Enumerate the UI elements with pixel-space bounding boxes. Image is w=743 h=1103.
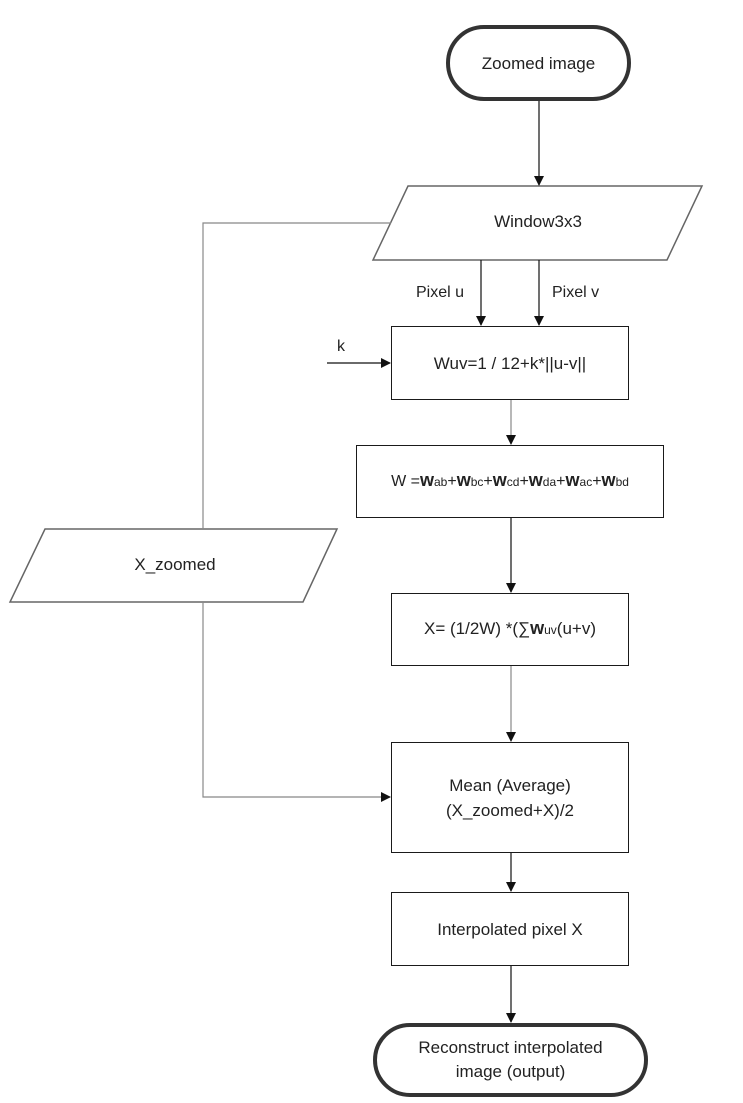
start-terminal: Zoomed image bbox=[446, 25, 631, 101]
w-term-3: w bbox=[492, 470, 507, 490]
x-formula: X= (1/2W) *(∑wuv(u+v) bbox=[424, 616, 596, 643]
k-label: k bbox=[337, 338, 345, 355]
w-sub-4: da bbox=[542, 475, 557, 489]
weight-sum-box: W =wab+wbc+wcd+wda+wac+wbd bbox=[356, 445, 664, 518]
interpolated-label: Interpolated pixel X bbox=[437, 919, 583, 939]
mean-box: Mean (Average) (X_zoomed+X)/2 bbox=[391, 742, 629, 853]
weight-sum-prefix: W = bbox=[391, 473, 420, 490]
weight-sum-formula: W =wab+wbc+wcd+wda+wac+wbd bbox=[391, 470, 629, 490]
w-term-6: w bbox=[601, 470, 616, 490]
connector-window-to-xzoomed bbox=[202, 222, 391, 529]
w-sub-3: cd bbox=[506, 475, 520, 489]
w-term-2: w bbox=[456, 470, 471, 490]
x-zoomed-label: X_zoomed bbox=[134, 555, 216, 574]
x-formula-suffix: (u+v) bbox=[556, 619, 597, 638]
w-term-1: w bbox=[419, 470, 434, 490]
window-label: Window3x3 bbox=[494, 212, 582, 231]
w-term-4: w bbox=[528, 470, 543, 490]
w-sub-2: bc bbox=[470, 475, 484, 489]
w-sub-1: ab bbox=[433, 475, 448, 489]
x-formula-w: w bbox=[530, 618, 545, 638]
connector-xzoomed-to-mean bbox=[202, 602, 391, 802]
pixel-u-label: Pixel u bbox=[416, 284, 465, 301]
x-zoomed-parallelogram bbox=[8, 528, 339, 603]
weight-uv-box: Wuv=1 / 12+k*||u-v|| bbox=[391, 326, 629, 400]
start-label: Zoomed image bbox=[481, 53, 596, 73]
mean-line-1: Mean (Average) bbox=[449, 775, 571, 795]
mean-line-2: (X_zoomed+X)/2 bbox=[445, 800, 575, 820]
x-formula-sub: uv bbox=[544, 623, 557, 637]
end-terminal: Reconstruct interpolated image (output) bbox=[373, 1023, 648, 1097]
window-parallelogram bbox=[371, 185, 704, 261]
weight-uv-formula: Wuv=1 / 12+k*||u-v|| bbox=[433, 353, 587, 373]
x-formula-box: X= (1/2W) *(∑wuv(u+v) bbox=[391, 593, 629, 666]
end-line-1: Reconstruct interpolated bbox=[418, 1038, 603, 1057]
w-sub-6: bd bbox=[615, 475, 629, 489]
w-sub-5: ac bbox=[579, 475, 593, 489]
w-term-5: w bbox=[565, 470, 580, 490]
x-formula-prefix: X= (1/2W) *(∑ bbox=[423, 619, 531, 638]
pixel-v-label: Pixel v bbox=[552, 284, 600, 301]
interpolated-box: Interpolated pixel X bbox=[391, 892, 629, 966]
end-line-2: image (output) bbox=[455, 1062, 566, 1081]
